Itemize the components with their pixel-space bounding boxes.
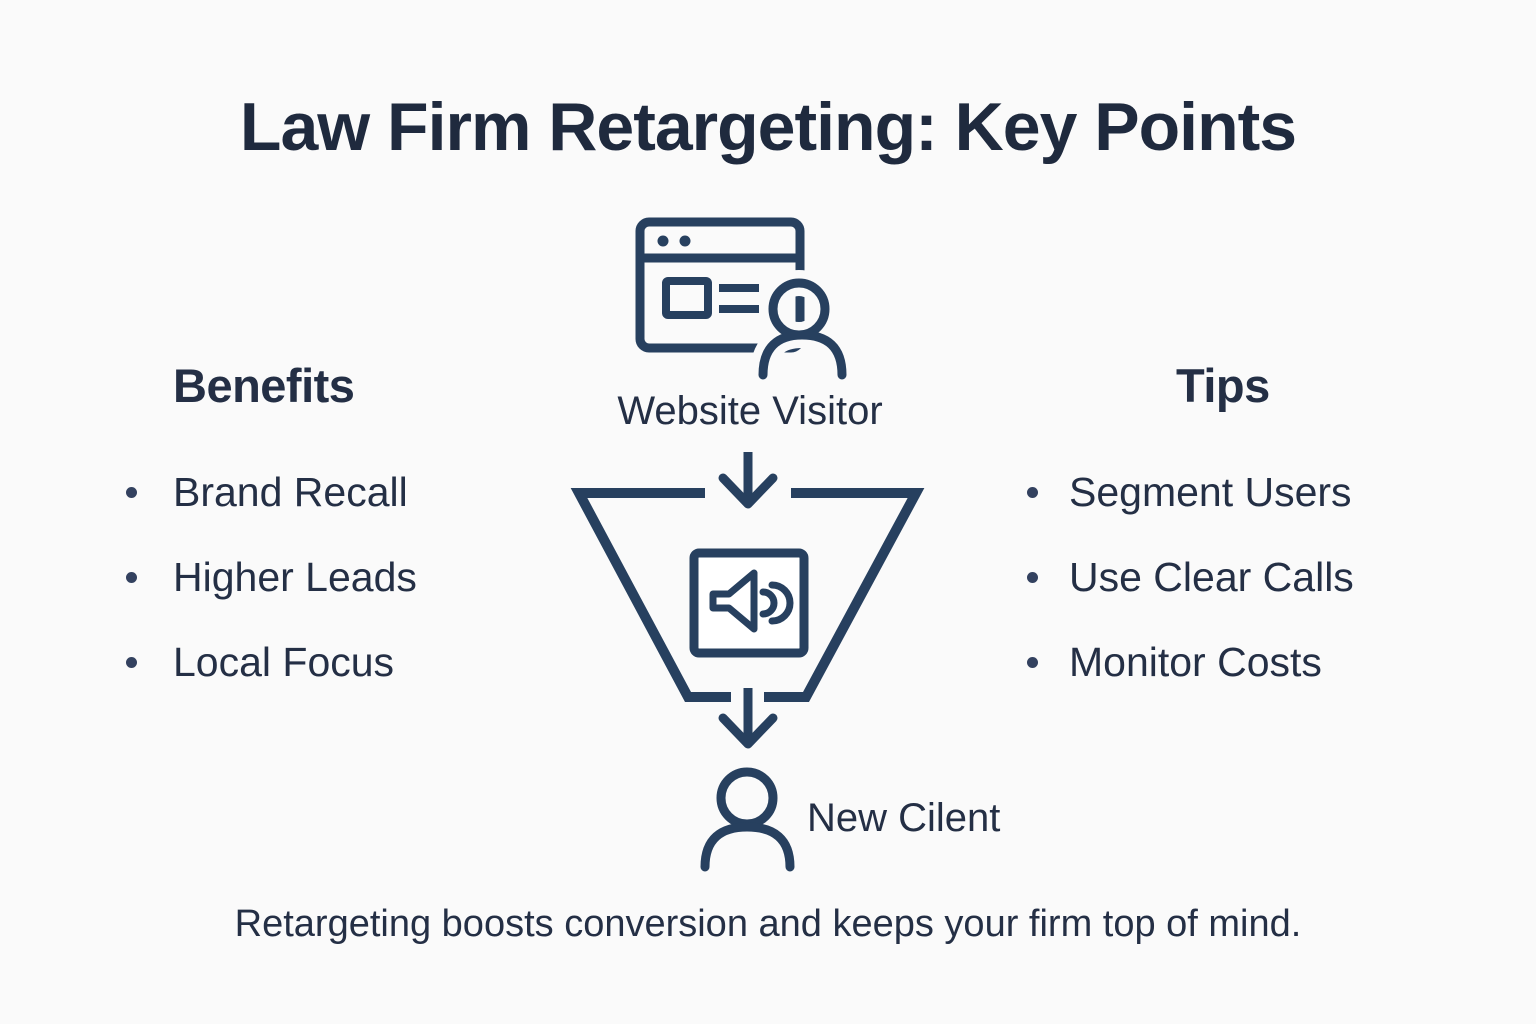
benefits-item: Local Focus [126, 638, 394, 686]
tips-item: Segment Users [1027, 468, 1352, 516]
person-icon [700, 767, 795, 872]
tips-item-label: Use Clear Calls [1069, 553, 1354, 600]
bullet-dot [1027, 486, 1038, 498]
benefits-item-label: Brand Recall [173, 468, 408, 515]
website-visitor-label: Website Visitor [617, 389, 883, 433]
benefits-item: Higher Leads [126, 553, 417, 601]
benefits-item-label: Higher Leads [173, 553, 417, 600]
benefits-item: Brand Recall [126, 468, 408, 516]
bullet-dot [1027, 571, 1038, 583]
bullet-dot [126, 656, 137, 668]
retargeting-funnel-diagram [570, 217, 925, 872]
funnel-icon [570, 488, 925, 702]
bullet-dot [1027, 656, 1038, 668]
footer-caption: Retargeting boosts conversion and keeps … [234, 903, 1302, 945]
tips-item-label: Segment Users [1069, 468, 1352, 515]
tips-heading: Tips [1176, 359, 1270, 412]
benefits-heading: Benefits [173, 359, 355, 412]
new-client-label: New Cilent [807, 796, 1001, 840]
visitor-user-icon [750, 270, 855, 380]
tips-item: Use Clear Calls [1027, 553, 1354, 601]
arrow-down-icon [718, 452, 778, 509]
page-title: Law Firm Retargeting: Key Points [239, 89, 1297, 165]
bullet-dot [126, 571, 137, 583]
tips-item: Monitor Costs [1027, 638, 1322, 686]
speaker-ad-icon [689, 548, 809, 658]
bullet-dot [126, 486, 137, 498]
tips-item-label: Monitor Costs [1069, 638, 1322, 685]
benefits-item-label: Local Focus [173, 638, 395, 685]
arrow-down-icon [718, 688, 778, 749]
